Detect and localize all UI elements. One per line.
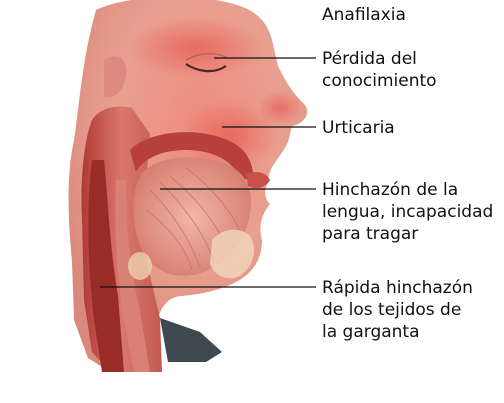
jaw-bone (210, 229, 255, 279)
label-urticaria: Urticaria (322, 117, 395, 139)
airway-tube (88, 160, 124, 372)
larynx-shape (128, 252, 152, 280)
label-line: conocimiento (322, 71, 437, 91)
lips (246, 172, 270, 188)
label-conocimiento: Pérdida del conocimiento (322, 48, 437, 92)
label-line: Rápida hinchazón (322, 278, 473, 298)
label-lengua: Hinchazón de la lengua, incapacidad para… (322, 179, 493, 245)
cheek-flush (182, 99, 278, 171)
label-line: Urticaria (322, 118, 395, 138)
label-line: para tragar (322, 224, 419, 244)
closed-eye (185, 63, 227, 73)
label-line: la garganta (322, 322, 420, 342)
leader-lines (100, 57, 316, 288)
forehead-flush (125, 18, 265, 78)
label-garganta: Rápida hinchazón de los tejidos de la ga… (322, 277, 473, 343)
figure-title: Anafilaxia (322, 4, 406, 26)
ear-shape (104, 56, 127, 98)
figure-title-text: Anafilaxia (322, 5, 406, 25)
shirt-shape (160, 318, 222, 362)
nose-flush (258, 90, 302, 126)
label-line: Pérdida del (322, 49, 417, 69)
palate-arc (130, 132, 254, 180)
label-line: Hinchazón de la (322, 180, 459, 200)
label-line: lengua, incapacidad (322, 202, 494, 222)
label-line: de los tejidos de (322, 300, 462, 320)
